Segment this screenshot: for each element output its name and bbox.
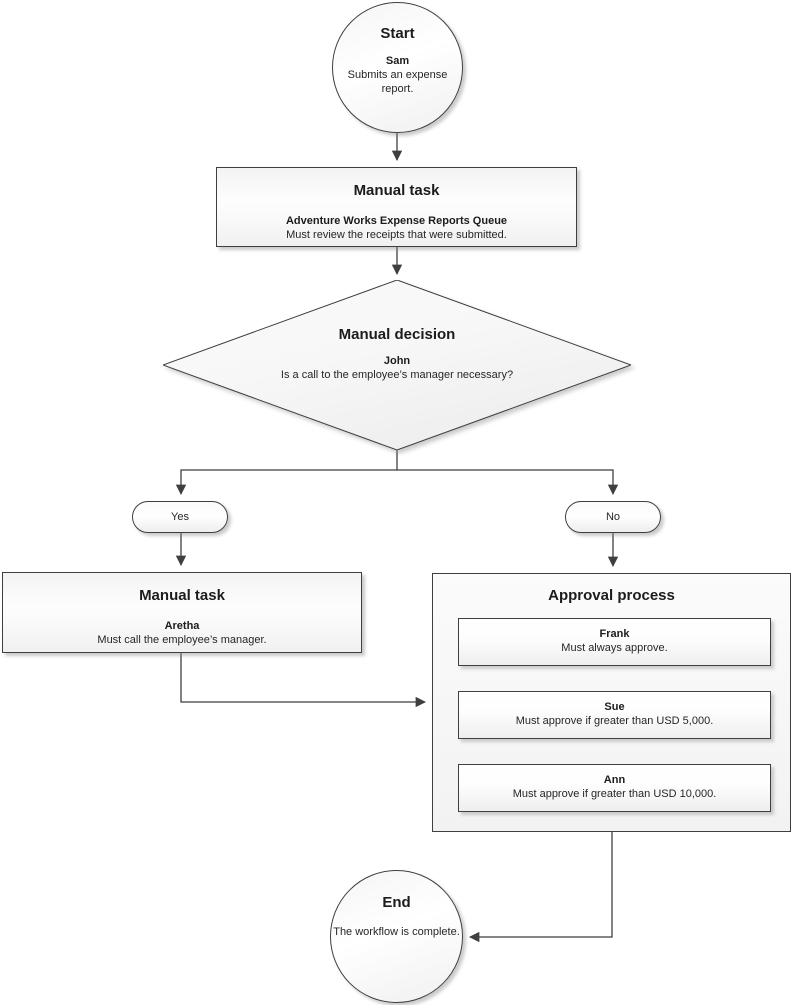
decision-title: Manual decision (338, 326, 456, 343)
start-node: Start Sam Submits an expense report. (332, 2, 463, 133)
branch-label-no: No (565, 501, 661, 533)
review-task-title: Manual task (353, 182, 440, 199)
review-task-actor: Adventure Works Expense Reports Queue (285, 215, 508, 228)
approval-process-node: Approval process Frank Must always appro… (432, 573, 791, 832)
frank-actor: Frank (599, 628, 630, 641)
branch-label-yes: Yes (132, 501, 228, 533)
yes-label: Yes (171, 511, 189, 523)
ann-actor: Ann (603, 774, 626, 787)
manual-task-review-node: Manual task Adventure Works Expense Repo… (216, 167, 577, 247)
decision-description: Is a call to the employee’s manager nece… (280, 369, 514, 381)
frank-description: Must always approve. (561, 642, 668, 654)
approval-step-frank: Frank Must always approve. (458, 618, 771, 666)
approval-step-sue: Sue Must approve if greater than USD 5,0… (458, 691, 771, 739)
start-description: Submits an expense report. (347, 69, 448, 95)
manual-decision-node: Manual decision John Is a call to the em… (161, 279, 633, 451)
end-node: End The workflow is complete. (330, 870, 463, 1003)
start-title: Start (380, 25, 415, 42)
no-label: No (605, 511, 621, 523)
approval-step-ann: Ann Must approve if greater than USD 10,… (458, 764, 771, 812)
manual-task-call-node: Manual task Aretha Must call the employe… (2, 572, 362, 653)
end-title: End (382, 894, 411, 911)
call-task-title: Manual task (139, 587, 225, 604)
call-task-actor: Aretha (164, 620, 200, 633)
sue-description: Must approve if greater than USD 5,000. (515, 715, 714, 727)
approval-process-title: Approval process (548, 587, 675, 604)
call-task-description: Must call the employee’s manager. (97, 634, 267, 646)
end-description: The workflow is complete. (333, 926, 460, 939)
decision-actor: John (383, 355, 411, 367)
sue-actor: Sue (604, 701, 625, 714)
ann-description: Must approve if greater than USD 10,000. (512, 788, 717, 800)
start-actor: Sam (385, 55, 410, 68)
review-task-description: Must review the receipts that were submi… (286, 229, 507, 241)
